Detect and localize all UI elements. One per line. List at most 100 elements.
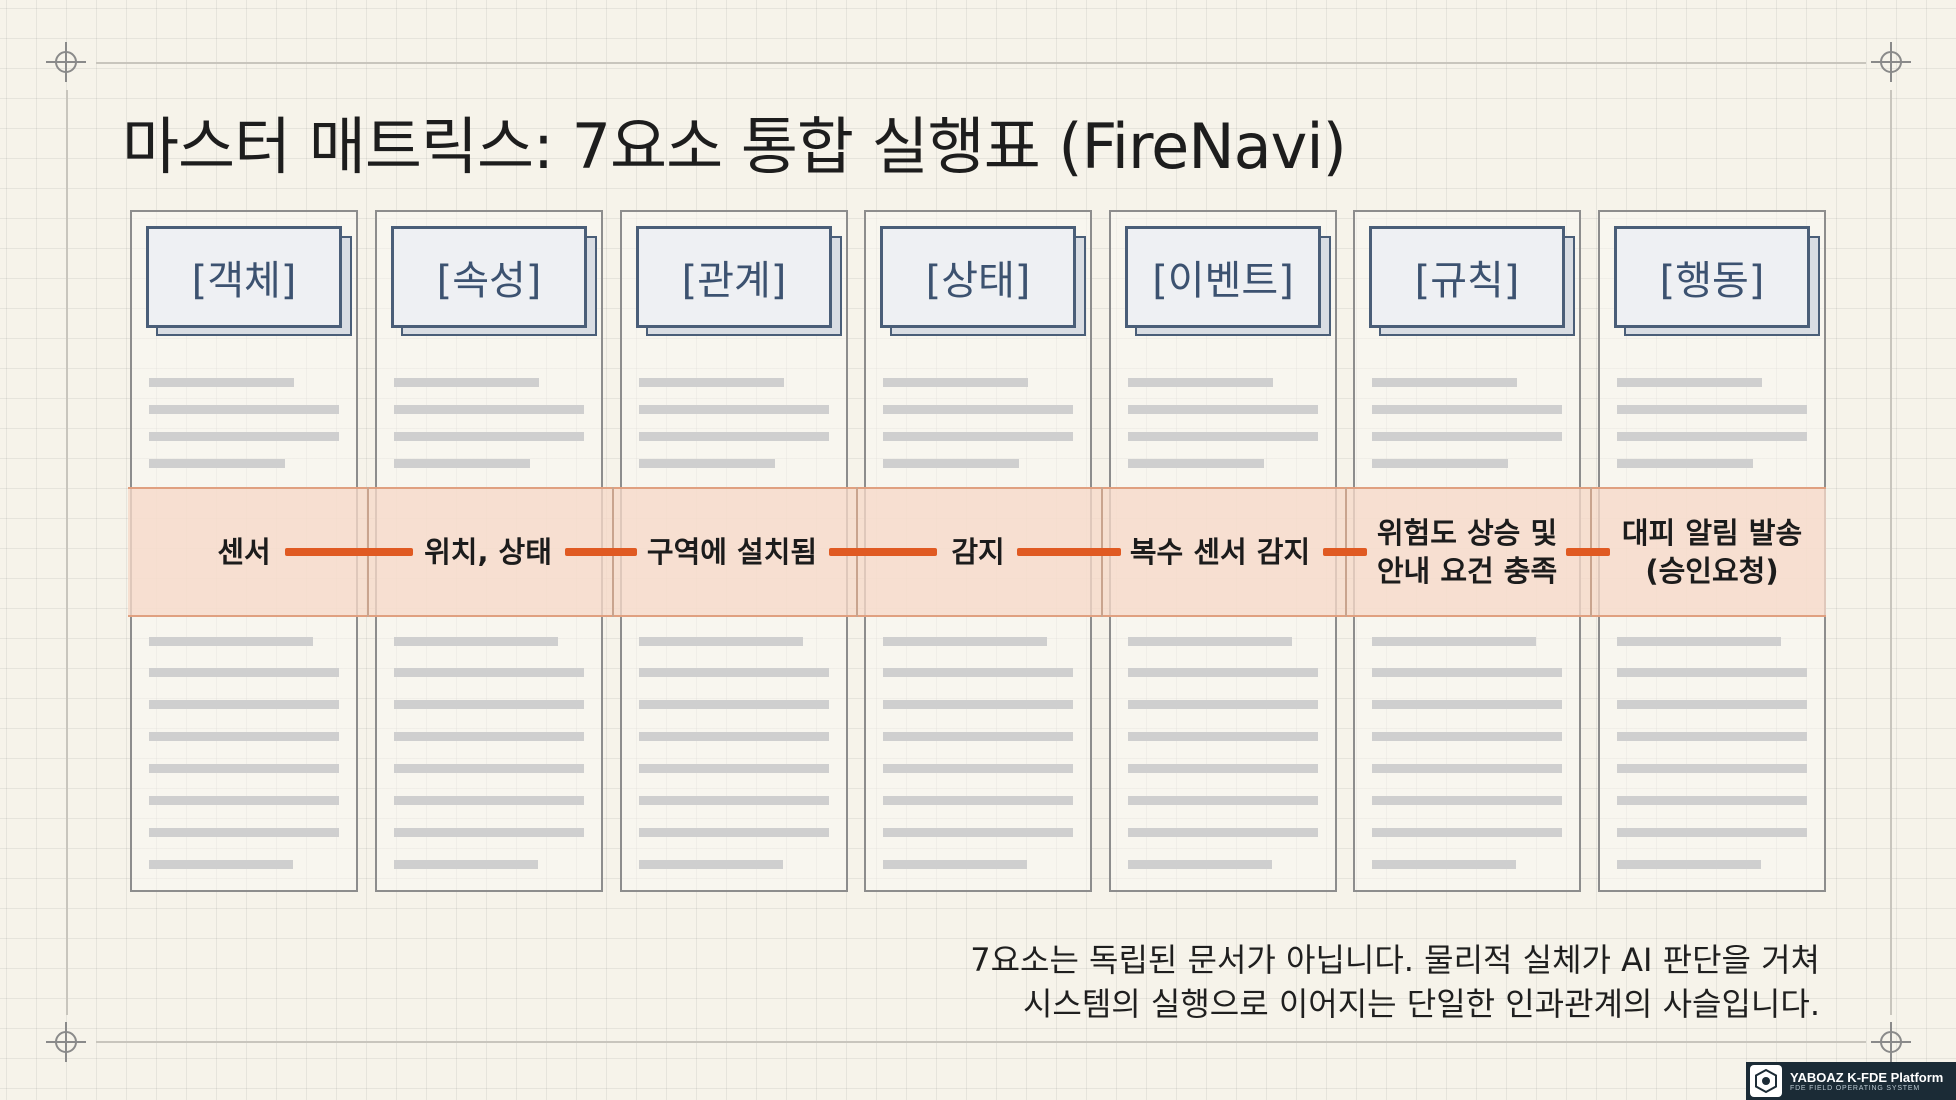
placeholder-text-line — [1372, 828, 1562, 837]
placeholder-text-line — [1617, 459, 1753, 468]
placeholder-text-line — [149, 828, 339, 837]
caption-line: 7요소는 독립된 문서가 아닙니다. 물리적 실체가 AI 판단을 거쳐 — [970, 941, 1820, 979]
placeholder-text-line — [149, 432, 339, 441]
placeholder-text-line — [639, 860, 783, 869]
placeholder-text-line — [1617, 796, 1807, 805]
placeholder-text-line — [149, 378, 294, 387]
chain-item-label: 센서 — [217, 535, 271, 569]
placeholder-text-line — [394, 732, 584, 741]
brand-logo-icon — [1750, 1065, 1782, 1097]
placeholder-text-line — [394, 668, 584, 677]
placeholder-text-line — [1617, 405, 1807, 414]
placeholder-text-line — [639, 432, 829, 441]
placeholder-text-line — [1617, 432, 1807, 441]
placeholder-text-line — [639, 637, 803, 646]
element-header-card: [규칙] — [1369, 226, 1565, 328]
placeholder-text-line — [1617, 668, 1807, 677]
chain-connector — [285, 548, 413, 556]
placeholder-text-line — [883, 860, 1027, 869]
chain-item-label: 복수 센서 감지 — [1129, 535, 1311, 569]
frame-left-line — [66, 90, 68, 1015]
placeholder-text-line — [149, 637, 313, 646]
brand-subtitle: FDE FIELD OPERATING SYSTEM — [1790, 1085, 1920, 1092]
chain-connector — [1566, 548, 1610, 556]
placeholder-text-line — [1128, 764, 1318, 773]
placeholder-text-line — [883, 668, 1073, 677]
chain-connector — [1323, 548, 1367, 556]
caption: 7요소는 독립된 문서가 아닙니다. 물리적 실체가 AI 판단을 거쳐 시스템… — [820, 938, 1820, 1026]
placeholder-text-line — [1128, 432, 1318, 441]
placeholder-text-line — [149, 700, 339, 709]
page-title: 마스터 매트릭스: 7요소 통합 실행표 (FireNavi) — [122, 110, 1347, 183]
placeholder-text-line — [1128, 828, 1318, 837]
placeholder-text-line — [639, 378, 784, 387]
placeholder-text-line — [639, 405, 829, 414]
placeholder-text-line — [883, 637, 1047, 646]
placeholder-text-line — [639, 668, 829, 677]
frame-right-line — [1890, 90, 1892, 1015]
element-header-card: [객체] — [146, 226, 342, 328]
chain-item-label: 대피 알림 발송 (승인요청) — [1621, 516, 1803, 588]
placeholder-text-line — [1372, 637, 1536, 646]
placeholder-text-line — [1372, 459, 1508, 468]
placeholder-text-line — [394, 764, 584, 773]
placeholder-text-line — [394, 432, 584, 441]
placeholder-text-line — [1128, 459, 1264, 468]
placeholder-text-line — [883, 732, 1073, 741]
chain-item-label: 감지 — [951, 535, 1005, 569]
placeholder-text-line — [1128, 860, 1272, 869]
crosshair-icon — [1871, 42, 1911, 82]
crosshair-icon — [1871, 1022, 1911, 1062]
placeholder-text-line — [1128, 732, 1318, 741]
placeholder-text-line — [1372, 700, 1562, 709]
placeholder-text-line — [1128, 668, 1318, 677]
chain-connector — [829, 548, 937, 556]
placeholder-text-line — [883, 700, 1073, 709]
frame-top-line — [96, 62, 1866, 64]
placeholder-text-line — [883, 764, 1073, 773]
placeholder-text-line — [1372, 432, 1562, 441]
chain-connector — [1017, 548, 1121, 556]
placeholder-text-line — [1617, 764, 1807, 773]
element-header-card: [상태] — [880, 226, 1076, 328]
placeholder-text-line — [639, 732, 829, 741]
placeholder-text-line — [639, 459, 775, 468]
placeholder-text-line — [1617, 700, 1807, 709]
crosshair-icon — [46, 42, 86, 82]
placeholder-text-line — [883, 432, 1073, 441]
placeholder-text-line — [394, 459, 530, 468]
element-header-card: [관계] — [636, 226, 832, 328]
placeholder-text-line — [639, 796, 829, 805]
chain-item-label: 위치, 상태 — [424, 535, 552, 569]
placeholder-text-line — [149, 732, 339, 741]
placeholder-text-line — [149, 764, 339, 773]
caption-line: 시스템의 실행으로 이어지는 단일한 인과관계의 사슬입니다. — [1022, 985, 1820, 1023]
placeholder-text-line — [1372, 668, 1562, 677]
placeholder-text-line — [639, 764, 829, 773]
element-header-card: [이벤트] — [1125, 226, 1321, 328]
placeholder-text-line — [883, 378, 1028, 387]
placeholder-text-line — [394, 860, 538, 869]
placeholder-text-line — [1372, 860, 1516, 869]
placeholder-text-line — [394, 700, 584, 709]
placeholder-text-line — [1128, 796, 1318, 805]
brand-name: YABOAZ K-FDE Platform — [1790, 1070, 1944, 1085]
placeholder-text-line — [883, 405, 1073, 414]
chain-item-label: 위험도 상승 및 안내 요건 충족 — [1376, 516, 1558, 588]
placeholder-text-line — [1372, 405, 1562, 414]
placeholder-text-line — [1128, 700, 1318, 709]
chain-item-label: 구역에 설치됨 — [646, 535, 818, 569]
placeholder-text-line — [1128, 637, 1292, 646]
placeholder-text-line — [1372, 764, 1562, 773]
placeholder-text-line — [394, 378, 539, 387]
placeholder-text-line — [149, 668, 339, 677]
placeholder-text-line — [1372, 732, 1562, 741]
placeholder-text-line — [149, 405, 339, 414]
placeholder-text-line — [639, 700, 829, 709]
placeholder-text-line — [1617, 828, 1807, 837]
placeholder-text-line — [883, 459, 1019, 468]
placeholder-text-line — [1617, 378, 1762, 387]
placeholder-text-line — [1617, 732, 1807, 741]
placeholder-text-line — [1617, 860, 1761, 869]
placeholder-text-line — [1617, 637, 1781, 646]
